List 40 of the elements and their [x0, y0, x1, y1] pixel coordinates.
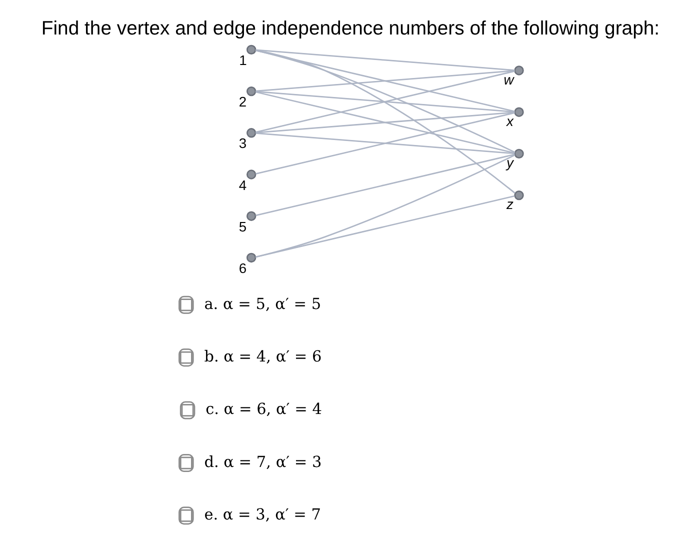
node-circle — [514, 190, 524, 200]
label: e. α = 3, α′ = 7 — [204, 506, 321, 524]
node-label: z — [506, 196, 513, 212]
connector — [255, 70, 514, 92]
connector — [255, 50, 514, 112]
connector — [254, 50, 515, 194]
node-label: 4 — [238, 176, 246, 193]
node-circle — [514, 148, 524, 159]
diagram-title: Find the vertex and edge independence numbers of the following graph: — [40, 18, 660, 40]
connector — [255, 49, 514, 71]
node-label: 2 — [238, 94, 246, 110]
node-label: x — [506, 112, 513, 129]
connector — [255, 112, 514, 174]
label: a. α = 5, α′ = 5 — [204, 294, 321, 313]
connector — [255, 90, 514, 113]
label: b. α = 4, α′ = 6 — [204, 347, 322, 366]
node-label: 1 — [238, 52, 246, 68]
connector — [255, 195, 514, 258]
connector — [255, 91, 514, 154]
node-circle — [246, 170, 256, 180]
node-circle — [246, 44, 256, 55]
connector — [254, 154, 515, 258]
connector — [255, 70, 514, 133]
connector — [255, 112, 514, 134]
connector — [255, 132, 514, 154]
connector — [255, 154, 514, 216]
node-label: 5 — [238, 218, 246, 234]
node-circle — [246, 211, 256, 221]
node-circle — [246, 252, 256, 263]
connector — [254, 50, 515, 154]
label: c. α = 6, α′ = 4 — [205, 400, 322, 418]
node-circle — [246, 128, 256, 138]
label: d. α = 7, α′ = 3 — [204, 452, 322, 471]
node-circle — [514, 107, 524, 117]
node-label: y — [506, 154, 513, 171]
node-circle — [514, 66, 524, 76]
node-label: 3 — [238, 135, 246, 152]
node-label: w — [503, 71, 514, 88]
node-circle — [246, 86, 256, 96]
node-label: 6 — [238, 260, 246, 276]
